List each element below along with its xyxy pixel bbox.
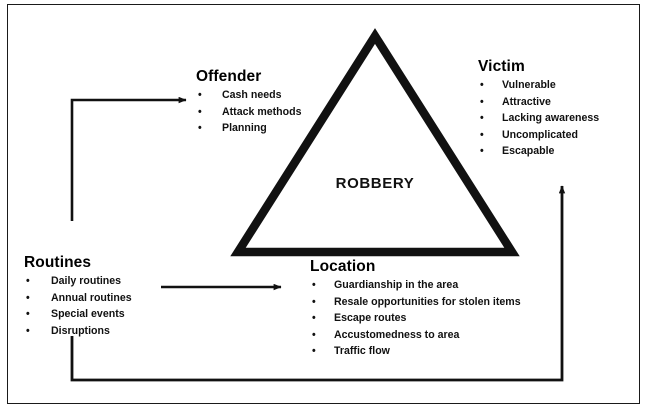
bullet-icon: • <box>312 312 316 325</box>
bullet-icon: • <box>26 308 30 321</box>
list-item: • Disruptions <box>24 323 132 340</box>
bullet-icon: • <box>26 275 30 287</box>
list-item-label: Escape routes <box>334 312 407 325</box>
node-victim-list: • Vulnerable • Attractive • Lacking awarene… <box>478 77 599 160</box>
list-item: • Special events <box>24 306 132 323</box>
list-item-label: Traffic flow <box>334 345 390 358</box>
bullet-icon: • <box>312 295 316 308</box>
node-victim: Victim • Vulnerable • Attractive • Lacking … <box>478 58 599 160</box>
node-offender: Offender • Cash needs • Attack methods • Pl… <box>196 68 301 137</box>
bullet-icon: • <box>480 145 484 158</box>
list-item-label: Attack methods <box>222 105 302 118</box>
node-routines: Routines • Daily routines • Annual routine… <box>24 254 132 339</box>
list-item: • Attack methods <box>196 104 301 121</box>
list-item: • Vulnerable <box>478 77 599 94</box>
list-item: • Daily routines <box>24 273 132 290</box>
list-item-label: Daily routines <box>51 275 122 287</box>
list-item-label: Cash needs <box>222 89 282 101</box>
list-item-label: Escapable <box>502 145 555 158</box>
bullet-icon: • <box>312 345 316 358</box>
node-routines-list: • Daily routines • Annual routines • Specia… <box>24 273 132 339</box>
list-item-label: Disruptions <box>51 324 110 337</box>
bullet-icon: • <box>480 112 484 125</box>
bullet-icon: • <box>480 128 484 141</box>
node-offender-heading: Offender <box>196 68 262 85</box>
list-item: • Cash needs <box>196 87 301 104</box>
bullet-icon: • <box>198 122 202 135</box>
node-routines-heading: Routines <box>24 254 92 271</box>
list-item-label: Attractive <box>502 95 551 108</box>
diagram-border <box>7 4 640 404</box>
node-offender-list: • Cash needs • Attack methods • Planning <box>196 87 301 137</box>
robbery-center-label: ROBBERY <box>335 175 415 192</box>
list-item-label: Resale opportunities for stolen items <box>334 295 521 308</box>
list-item-label: Guardianship in the area <box>334 279 459 291</box>
node-location: Location • Guardianship in the area • Resa… <box>310 258 521 360</box>
bullet-icon: • <box>198 105 202 118</box>
list-item: • Planning <box>196 120 301 137</box>
list-item-label: Annual routines <box>51 291 132 304</box>
bullet-icon: • <box>480 95 484 108</box>
list-item-label: Vulnerable <box>502 79 556 91</box>
bullet-icon: • <box>26 324 30 337</box>
node-location-heading: Location <box>310 258 376 275</box>
list-item-label: Accustomedness to area <box>334 328 460 341</box>
node-location-list: • Guardianship in the area • Resale opport… <box>310 277 521 360</box>
list-item-label: Uncomplicated <box>502 128 578 141</box>
bullet-icon: • <box>26 291 30 304</box>
list-item-label: Special events <box>51 308 125 321</box>
list-item-label: Lacking awareness <box>502 112 600 125</box>
list-item: • Escape routes <box>310 310 521 327</box>
list-item: • Uncomplicated <box>478 127 599 144</box>
list-item: • Guardianship in the area <box>310 277 521 294</box>
list-item: • Accustomedness to area <box>310 327 521 344</box>
bullet-icon: • <box>312 328 316 341</box>
bullet-icon: • <box>312 279 316 291</box>
list-item: • Resale opportunities for stolen items <box>310 294 521 311</box>
list-item: • Lacking awareness <box>478 110 599 127</box>
list-item: • Escapable <box>478 143 599 160</box>
list-item: • Traffic flow <box>310 343 521 360</box>
bullet-icon: • <box>480 79 484 91</box>
list-item-label: Planning <box>222 122 267 135</box>
list-item: • Attractive <box>478 94 599 111</box>
list-item: • Annual routines <box>24 290 132 307</box>
bullet-icon: • <box>198 89 202 101</box>
node-victim-heading: Victim <box>478 58 525 75</box>
